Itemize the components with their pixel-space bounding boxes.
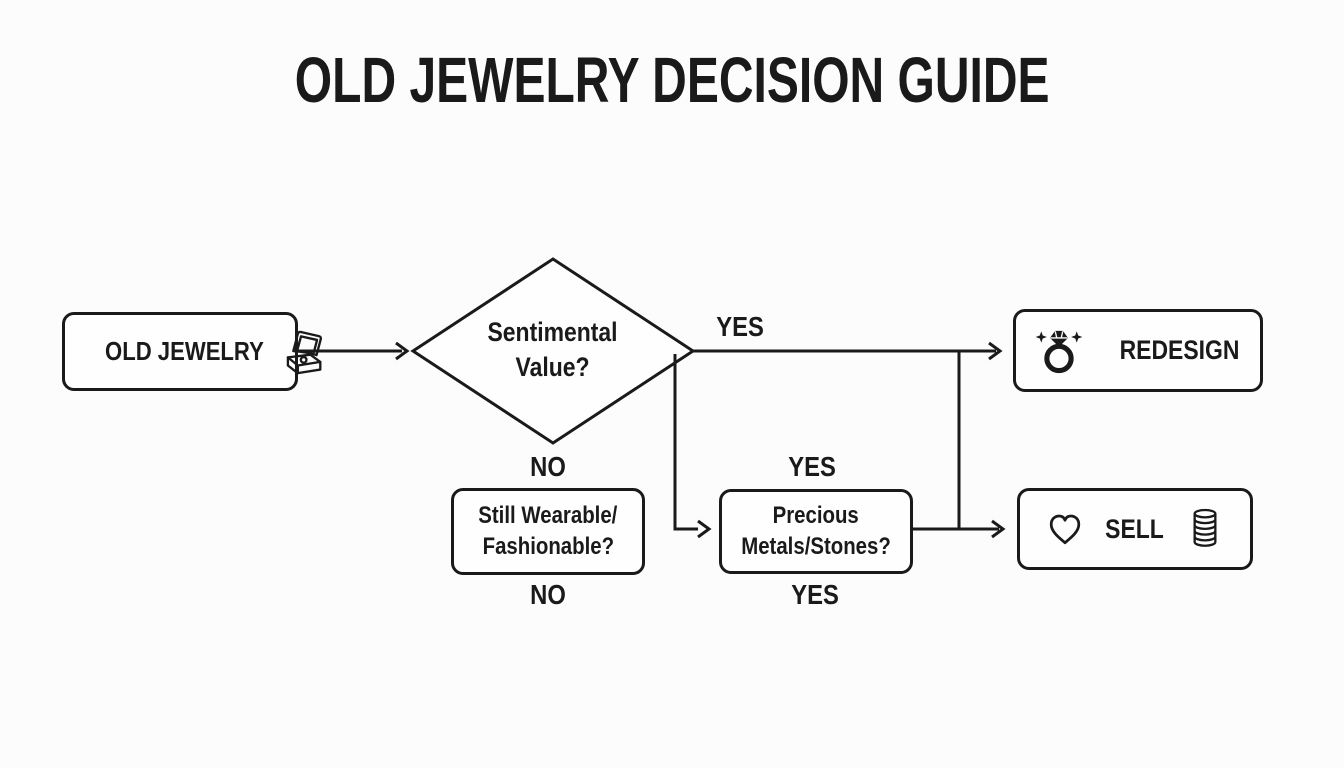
arrowhead-into-redesign <box>988 341 1003 361</box>
sentimental-decision-label: Sentimental Value? <box>487 317 619 382</box>
node-precious-metals: Precious Metals/Stones? <box>719 489 913 574</box>
arrowhead-into-sentimental <box>395 341 410 361</box>
node-still-wearable: Still Wearable/ Fashionable? <box>451 488 645 575</box>
edge-sentimental-to-precious <box>673 354 698 531</box>
arrowhead-into-sell <box>991 519 1006 539</box>
node-old-jewelry: OLD JEWELRY <box>62 312 322 391</box>
sell-label: SELL <box>1105 513 1165 544</box>
heart-icon <box>1042 506 1088 552</box>
edge-label-yes-above-precious: YES <box>788 451 836 482</box>
node-sell: SELL <box>1017 488 1253 570</box>
edge-label-no-below-wearable: NO <box>530 579 566 610</box>
jewelry-box-icon <box>278 325 332 379</box>
edge-label-yes-below-precious: YES <box>791 579 839 610</box>
redesign-label: REDESIGN <box>1119 335 1240 365</box>
still-wearable-label: Still Wearable/ Fashionable? <box>478 501 618 560</box>
arrowhead-into-precious <box>697 519 712 539</box>
page-title: OLD JEWELRY DECISION GUIDE <box>0 48 1344 112</box>
node-redesign: REDESIGN <box>1013 309 1263 392</box>
page-title-text: OLD JEWELRY DECISION GUIDE <box>294 44 1050 116</box>
precious-metals-label: Precious Metals/Stones? <box>741 501 891 560</box>
ring-icon <box>1031 323 1087 379</box>
old-jewelry-label: OLD JEWELRY <box>105 336 264 366</box>
coins-icon <box>1182 503 1228 555</box>
edge-label-no-above-wearable: NO <box>530 451 566 482</box>
edge-label-yes-redesign: YES <box>716 311 764 342</box>
